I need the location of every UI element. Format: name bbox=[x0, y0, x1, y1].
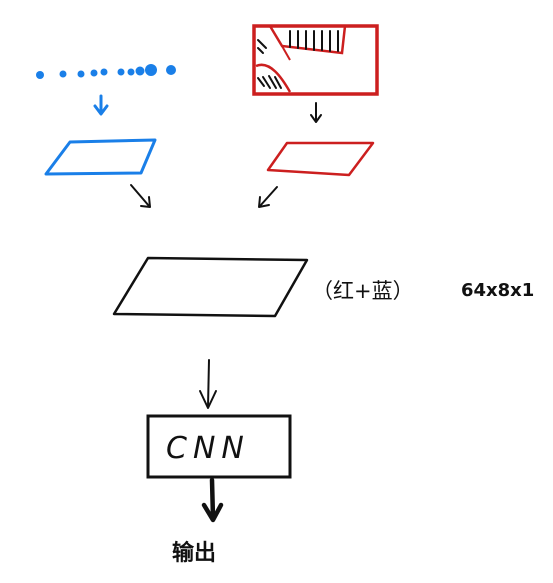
red-input-image bbox=[252, 24, 379, 96]
arrow-down-icon bbox=[93, 94, 109, 116]
blue-dot bbox=[117, 68, 125, 76]
blue-feature-plane bbox=[44, 138, 157, 176]
arrow-down-icon bbox=[201, 477, 224, 523]
blue-dot bbox=[36, 71, 44, 79]
merged-dims: 64x8x1 bbox=[461, 280, 534, 301]
arrow-down-icon bbox=[199, 359, 217, 409]
blue-dot bbox=[135, 66, 145, 76]
blue-dot-sequence bbox=[36, 64, 176, 79]
merged-feature-plane bbox=[112, 256, 309, 318]
arrow-down-icon bbox=[310, 102, 322, 123]
merge-arrow-left bbox=[130, 184, 151, 208]
cnn-box bbox=[146, 414, 292, 479]
blue-dot bbox=[100, 68, 108, 76]
blue-dot bbox=[77, 70, 85, 78]
blue-dot bbox=[90, 69, 98, 77]
blue-dot bbox=[127, 68, 135, 76]
blue-dot bbox=[166, 65, 176, 75]
cnn-label: CNN bbox=[166, 431, 250, 466]
blue-dot bbox=[59, 70, 67, 78]
red-feature-plane bbox=[266, 141, 375, 177]
merge-arrow-right bbox=[258, 186, 278, 208]
blue-dot bbox=[145, 64, 157, 76]
merged-label: （红+蓝） bbox=[312, 279, 414, 303]
output-label: 输出 bbox=[172, 540, 216, 566]
